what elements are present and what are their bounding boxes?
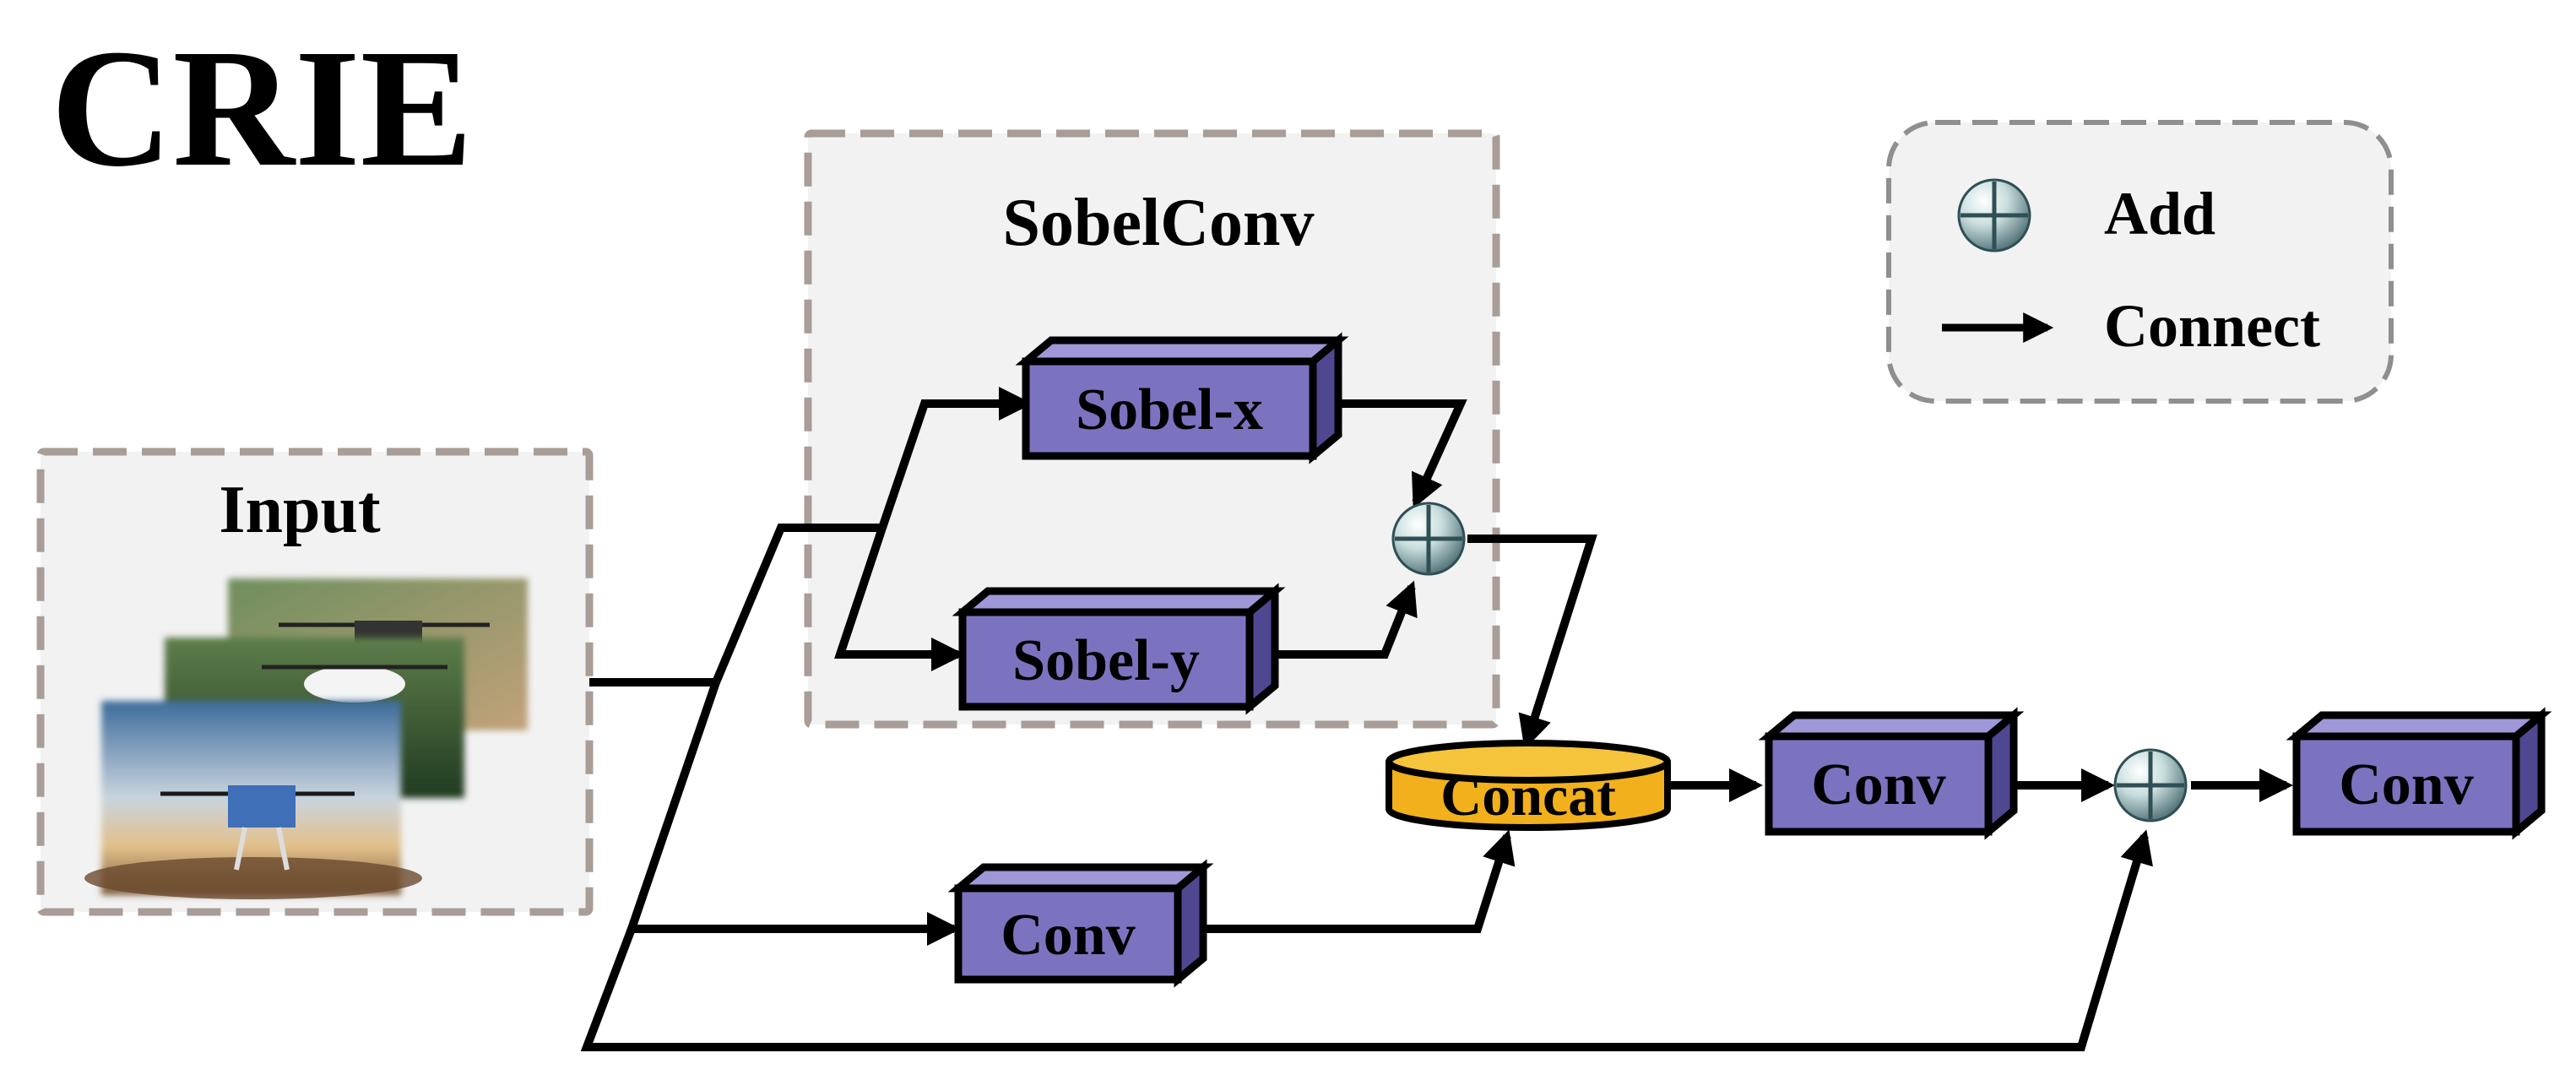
connector-add-to-concat [1467,535,1597,750]
conv-output-label: Conv [2339,752,2473,817]
conv-branch-block: Conv [947,859,1214,988]
conv-branch-label: Conv [1001,903,1135,968]
connector-sobel-x-in [878,387,1033,529]
connector-sobel-y-in [834,526,965,671]
input-label: Input [219,473,381,547]
concat-label: Concat [1440,763,1616,828]
add-icon [1957,178,2031,252]
legend-add-label: Add [2104,180,2215,247]
connector-to-sobel [712,524,882,684]
add-node-output [2113,748,2188,822]
sobel-x-block: Sobel-x [1015,332,1349,464]
conv-after-concat-label: Conv [1811,752,1945,817]
add-node-sobel [1391,502,1466,576]
diagram-title: CRIE [51,15,473,202]
legend: Add Connect [1886,120,2394,404]
connector-sobel-x-out [1338,399,1467,509]
connections [580,387,2293,1051]
sobel-y-label: Sobel-y [1012,628,1200,693]
input-group: Input [36,448,594,916]
conv-output-block: Conv [2286,707,2552,840]
connector-sobel-y-out [1275,580,1418,659]
connector-conv-to-concat [1203,829,1516,933]
drone-photo-front [84,701,422,899]
legend-connect-label: Connect [2104,292,2320,360]
concat-block: Concat [1386,740,1671,831]
sobelconv-label: SobelConv [1003,186,1315,260]
sobel-y-block: Sobel-y [952,583,1286,715]
conv-after-concat-block: Conv [1758,707,2025,840]
connector-skip [580,829,2153,1051]
input-images [84,578,528,899]
sobel-x-label: Sobel-x [1076,377,1263,442]
